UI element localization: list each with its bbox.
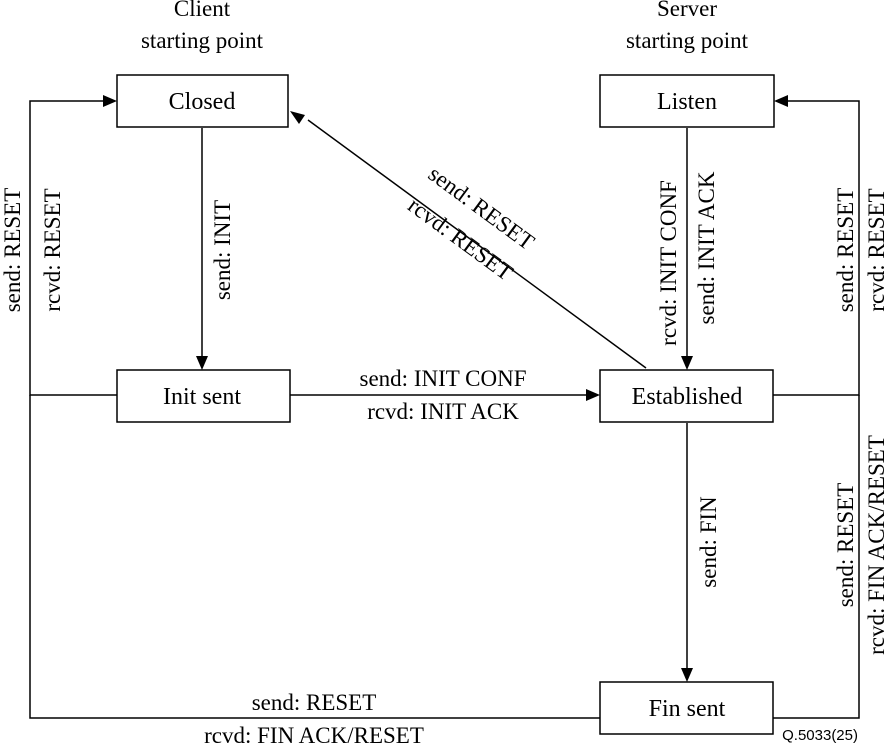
label-right-fin-rcvd: rcvd: FIN ACK/RESET bbox=[864, 435, 889, 655]
arrowhead-established-from-listen bbox=[681, 356, 693, 370]
state-init-sent: Init sent bbox=[116, 369, 291, 423]
edge-bottom-loop-fin-sent bbox=[29, 395, 600, 719]
state-init-sent-box bbox=[116, 369, 291, 423]
label-init-sent-send: send: INIT CONF bbox=[360, 366, 527, 391]
edge-right-loop-fin-sent bbox=[773, 395, 860, 719]
label-bottom-send-reset: send: RESET bbox=[252, 690, 377, 715]
state-established-label: Established bbox=[632, 384, 743, 410]
state-listen-box bbox=[599, 74, 775, 128]
label-right-send-reset: send: RESET bbox=[833, 188, 858, 313]
figure-id: Q.5033(25) bbox=[782, 727, 858, 744]
state-listen: Listen bbox=[599, 74, 775, 128]
edge-left-loop-to-closed bbox=[29, 100, 117, 396]
label-closed-to-init-sent: send: INIT bbox=[210, 200, 235, 300]
arrowhead-closed-from-left bbox=[103, 95, 117, 107]
label-left-rcvd-reset: rcvd: RESET bbox=[40, 188, 65, 311]
server-heading: Server starting point bbox=[626, 0, 749, 53]
label-right-fin-send-reset: send: RESET bbox=[833, 483, 858, 608]
state-closed-box bbox=[116, 74, 289, 128]
label-bottom-rcvd: rcvd: FIN ACK/RESET bbox=[204, 723, 424, 746]
arrowhead-listen-from-right bbox=[774, 95, 788, 107]
client-heading-line2: starting point bbox=[141, 28, 264, 53]
state-fin-sent-label: Fin sent bbox=[649, 696, 726, 722]
arrowhead-fin-sent bbox=[681, 668, 693, 682]
edge-established-to-closed bbox=[307, 119, 647, 369]
label-init-sent-rcvd: rcvd: INIT ACK bbox=[367, 399, 519, 424]
state-established-box bbox=[599, 369, 774, 423]
label-right-rcvd-reset: rcvd: RESET bbox=[864, 188, 889, 311]
label-listen-send: send: INIT ACK bbox=[694, 171, 719, 324]
state-fin-sent-box bbox=[599, 681, 774, 735]
arrowhead-closed-from-established bbox=[290, 111, 305, 124]
state-closed: Closed bbox=[116, 74, 289, 128]
server-heading-line2: starting point bbox=[626, 28, 749, 53]
state-closed-label: Closed bbox=[169, 89, 236, 115]
server-heading-line1: Server bbox=[657, 0, 717, 21]
arrowheads bbox=[103, 95, 788, 682]
label-listen-rcvd: rcvd: INIT CONF bbox=[656, 180, 681, 346]
label-left-send-reset: send: RESET bbox=[0, 188, 25, 313]
client-heading-line1: Client bbox=[174, 0, 231, 21]
edge-right-loop-to-listen bbox=[773, 100, 860, 396]
client-heading: Client starting point bbox=[141, 0, 264, 53]
state-init-sent-label: Init sent bbox=[163, 384, 241, 410]
arrowhead-init-sent bbox=[196, 356, 208, 370]
state-established: Established bbox=[599, 369, 774, 423]
state-listen-label: Listen bbox=[657, 89, 717, 115]
connectors bbox=[29, 100, 860, 719]
state-fin-sent: Fin sent bbox=[599, 681, 774, 735]
arrowhead-established-from-init-sent bbox=[586, 389, 600, 401]
label-established-to-fin-sent: send: FIN bbox=[696, 496, 721, 588]
